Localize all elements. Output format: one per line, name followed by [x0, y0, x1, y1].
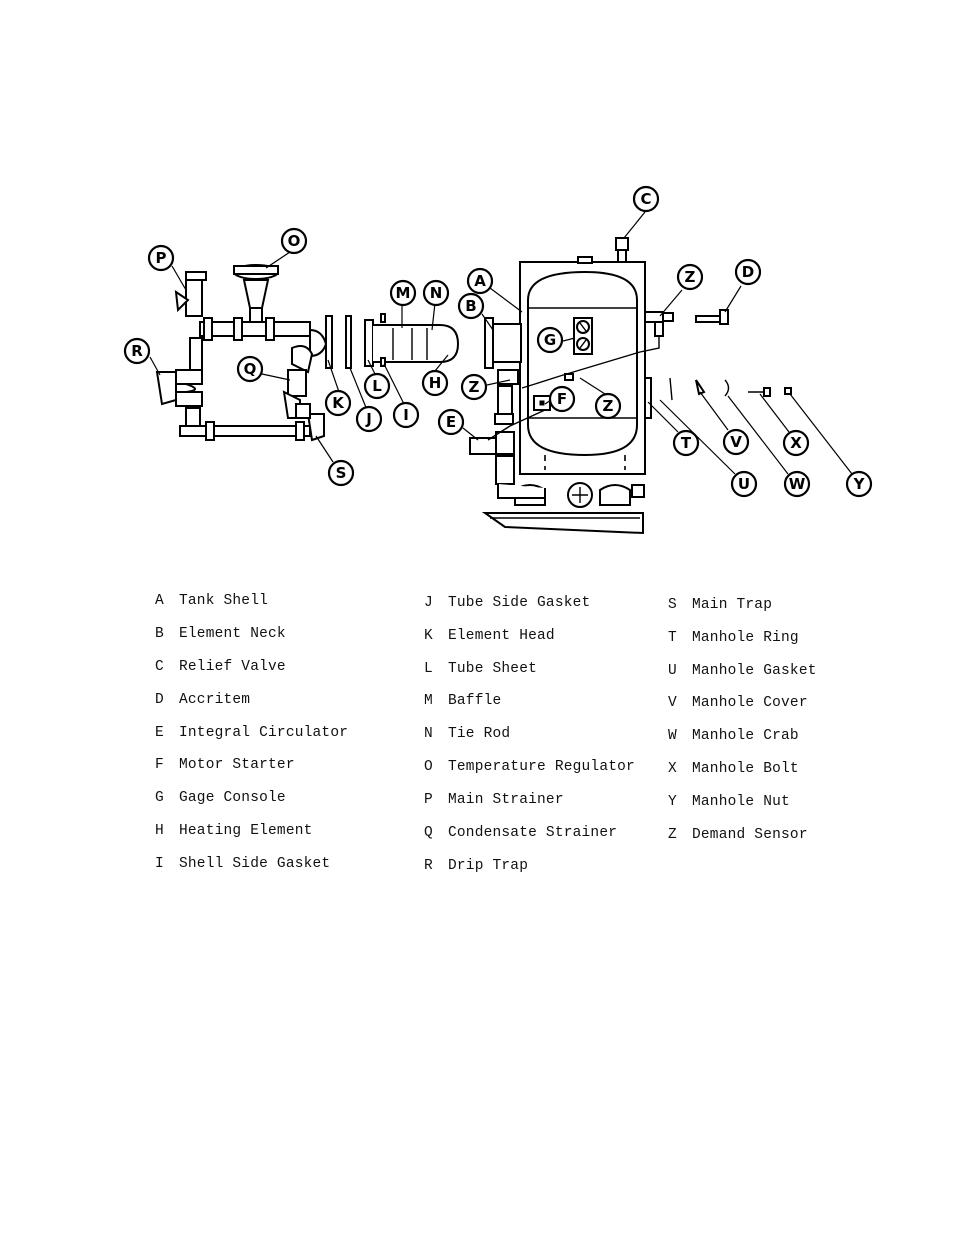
manhole-parts [644, 377, 792, 419]
accritem [695, 309, 729, 325]
svg-text:U: U [738, 475, 750, 493]
element-neck [484, 317, 522, 369]
svg-text:T: T [681, 434, 692, 452]
callout-Z-left: Z [460, 373, 488, 401]
callout-P: P [147, 244, 175, 272]
svg-text:E: E [446, 413, 456, 431]
demand-sensor [521, 311, 674, 389]
callout-U: U [730, 470, 758, 498]
callout-L: L [363, 372, 391, 400]
callout-K: K [324, 389, 352, 417]
callout-Z-top: Z [676, 263, 704, 291]
callout-O: O [280, 227, 308, 255]
svg-text:N: N [430, 284, 443, 302]
exploded-assembly-diagram: A B C D E F G H I J K L M N O P Q R S T … [123, 185, 873, 535]
svg-text:O: O [288, 232, 301, 250]
svg-text:Y: Y [853, 475, 866, 493]
svg-text:L: L [372, 377, 382, 395]
svg-text:F: F [557, 390, 567, 408]
svg-text:J: J [365, 410, 372, 428]
callout-J: J [355, 405, 383, 433]
callout-I: I [392, 401, 420, 429]
callout-Z-center: Z [594, 392, 622, 420]
svg-text:Z: Z [603, 397, 614, 415]
svg-text:B: B [465, 297, 476, 315]
svg-text:K: K [332, 394, 345, 412]
tank-base [481, 482, 645, 535]
callout-V: V [722, 428, 750, 456]
svg-text:C: C [640, 190, 651, 208]
callout-G: G [536, 326, 564, 354]
svg-text:G: G [544, 331, 556, 349]
svg-text:D: D [742, 263, 754, 281]
svg-text:I: I [403, 406, 409, 424]
callout-Q: Q [236, 355, 264, 383]
callout-X: X [782, 429, 810, 457]
callout-Y: Y [845, 470, 873, 498]
steam-piping [155, 264, 325, 442]
heating-element [364, 313, 460, 367]
svg-text:W: W [789, 475, 806, 493]
svg-text:Q: Q [244, 360, 257, 378]
callout-E: E [437, 408, 465, 436]
leader-lines [149, 211, 853, 475]
svg-text:Z: Z [469, 378, 480, 396]
callout-H: H [421, 369, 449, 397]
callout-C: C [632, 185, 660, 213]
svg-text:V: V [730, 433, 742, 451]
callout-B: B [457, 292, 485, 320]
svg-text:H: H [429, 374, 442, 392]
callout-M: M [389, 279, 417, 307]
callout-T: T [672, 429, 700, 457]
callout-W: W [783, 470, 811, 498]
svg-text:A: A [474, 272, 486, 290]
svg-text:Z: Z [685, 268, 696, 286]
callout-F: F [548, 385, 576, 413]
callout-D: D [734, 258, 762, 286]
tank-shell [519, 256, 646, 475]
svg-text:R: R [131, 342, 143, 360]
callout-R: R [123, 337, 151, 365]
svg-text:X: X [790, 434, 802, 452]
svg-text:P: P [156, 249, 167, 267]
callout-N: N [422, 279, 450, 307]
svg-text:S: S [336, 464, 347, 482]
gage-console [573, 317, 593, 355]
svg-text:M: M [396, 284, 411, 302]
callout-A: A [466, 267, 494, 295]
callout-S: S [327, 459, 355, 487]
relief-valve [615, 237, 629, 263]
gaskets-and-head [309, 315, 352, 369]
integral-circulator [469, 369, 551, 499]
